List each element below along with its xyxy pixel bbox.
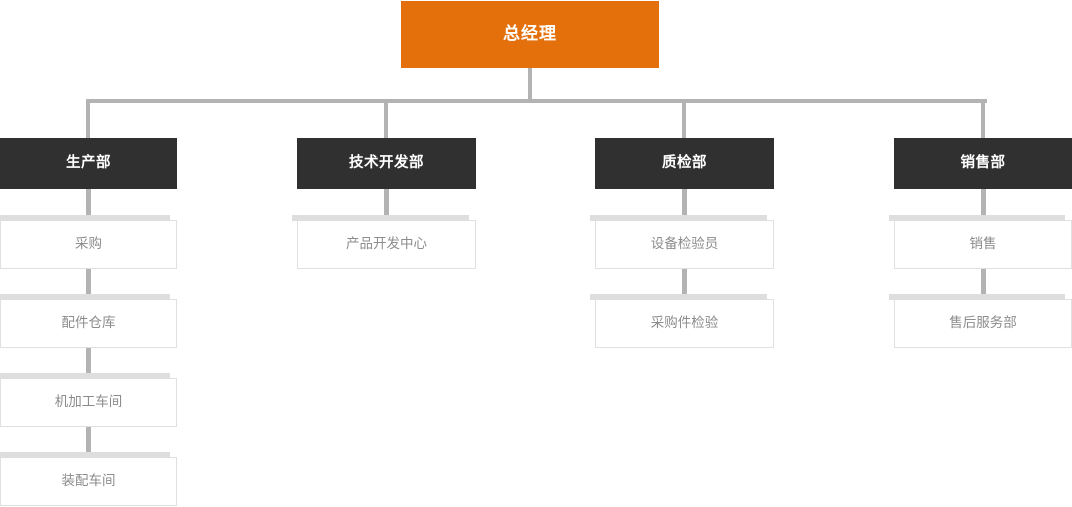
connector-drop-technical-development <box>384 99 388 139</box>
node-label-production: 生产部 <box>66 154 111 171</box>
node-production[interactable]: 生产部 <box>0 138 177 189</box>
node-label-equipment-inspector: 设备检验员 <box>650 236 719 253</box>
connector-root-stem <box>528 68 532 103</box>
node-label-sales: 销售部 <box>960 154 1006 171</box>
node-label-purchased-part-check: 采购件检验 <box>650 315 719 332</box>
node-after-sales-dept[interactable]: 售后服务部 <box>889 294 1072 348</box>
node-label-purchasing: 采购 <box>75 236 102 253</box>
node-label-sales-team: 销售 <box>969 236 997 253</box>
node-sales-team[interactable]: 销售 <box>889 215 1072 269</box>
node-label-quality-inspection: 质检部 <box>662 154 707 171</box>
node-purchased-part-check[interactable]: 采购件检验 <box>590 294 774 348</box>
node-assembly-shop[interactable]: 装配车间 <box>0 452 177 506</box>
connector-sales-team-to-after-sales-dept <box>981 269 986 300</box>
node-technical-development[interactable]: 技术开发部 <box>297 138 476 189</box>
connector-technical-development-to-product-dev-center <box>384 189 389 221</box>
connector-drop-production <box>86 99 90 139</box>
connector-purchasing-to-parts-warehouse <box>86 269 91 300</box>
node-label-parts-warehouse: 配件仓库 <box>61 315 116 332</box>
connector-horizontal-bus <box>86 99 987 103</box>
node-parts-warehouse[interactable]: 配件仓库 <box>0 294 177 348</box>
node-label-general-manager: 总经理 <box>503 24 557 45</box>
connector-quality-inspection-to-equipment-inspector <box>682 189 687 221</box>
connector-sales-to-sales-team <box>981 189 986 221</box>
node-label-after-sales-dept: 售后服务部 <box>949 315 1017 332</box>
connector-parts-warehouse-to-machining-shop <box>86 348 91 379</box>
connector-drop-sales <box>981 99 985 139</box>
node-product-dev-center[interactable]: 产品开发中心 <box>292 215 476 269</box>
node-quality-inspection[interactable]: 质检部 <box>595 138 774 189</box>
node-equipment-inspector[interactable]: 设备检验员 <box>590 215 774 269</box>
node-label-technical-development: 技术开发部 <box>349 154 424 171</box>
connector-drop-quality-inspection <box>682 99 686 139</box>
node-label-machining-shop: 机加工车间 <box>54 394 123 411</box>
connector-production-to-purchasing <box>86 189 91 221</box>
node-purchasing[interactable]: 采购 <box>0 215 177 269</box>
node-label-product-dev-center: 产品开发中心 <box>346 236 427 253</box>
node-machining-shop[interactable]: 机加工车间 <box>0 373 177 427</box>
node-sales[interactable]: 销售部 <box>894 138 1072 189</box>
node-general-manager[interactable]: 总经理 <box>401 1 659 68</box>
node-label-assembly-shop: 装配车间 <box>61 473 116 490</box>
connector-machining-shop-to-assembly-shop <box>86 427 91 458</box>
connector-equipment-inspector-to-purchased-part-check <box>682 269 687 300</box>
